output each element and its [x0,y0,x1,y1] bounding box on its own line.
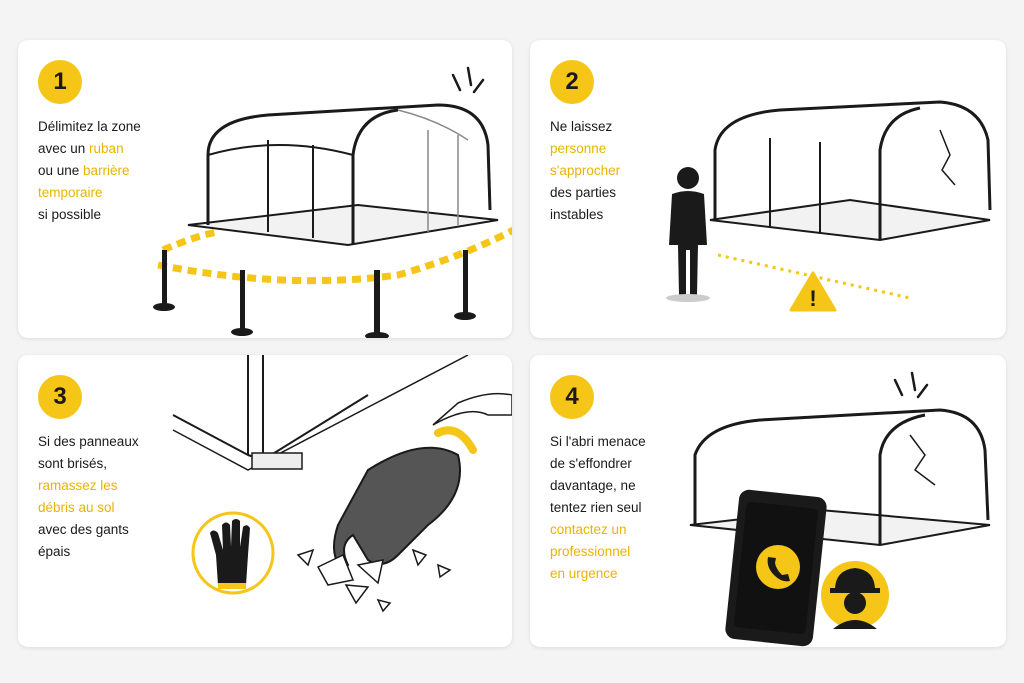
highlighted-text: ruban [89,141,124,156]
caption-line: davantage, ne [550,475,646,497]
caption-text: si possible [38,207,102,222]
step-number-badge: 4 [550,375,594,419]
caption-line: temporaire [38,182,141,204]
caption-line: instables [550,204,620,226]
highlighted-text: contactez un [550,522,627,537]
caption-text: épais [38,544,71,559]
hard-hat-worker-icon [821,561,889,629]
caption-line: s'approcher [550,160,620,182]
caption-line: en urgence [550,563,646,585]
step-number-badge: 2 [550,60,594,104]
caption-text: tentez rien seul [550,500,642,515]
caption-line: Ne laissez [550,116,620,138]
caption-line: épais [38,541,139,563]
caption-text: sont brisés, [38,456,108,471]
caption-line: avec des gants [38,519,139,541]
caption-text: Si l'abri menace [550,434,646,449]
caution-tape-icon [157,226,512,285]
step-caption: Si l'abri menace de s'effondrer davantage,… [550,431,646,585]
caption-line: Si des panneaux [38,431,139,453]
caption-line: contactez un [550,519,646,541]
person-silhouette-icon [666,167,710,302]
highlighted-text: s'approcher [550,163,621,178]
caption-text: Délimitez la zone [38,119,141,134]
caption-line: de s'effondrer [550,453,646,475]
highlighted-text: en urgence [550,566,618,581]
caption-line: Délimitez la zone [38,116,141,138]
cracked-shelter-icon: ! [666,100,992,312]
caption-text: ou une [38,163,84,178]
step-caption: Ne laissez personne s'approcher des parties… [550,116,620,226]
caption-line: ramassez les [38,475,139,497]
gloved-hand-icon [333,392,512,572]
highlighted-text: barrière [83,163,130,178]
caption-line: si possible [38,204,141,226]
caption-line: tentez rien seul [550,497,646,519]
barrier-post-icon [153,250,476,338]
highlighted-text: débris au sol [38,500,115,515]
caption-line: professionnel [550,541,646,563]
highlighted-text: ramassez les [38,478,118,493]
caption-text: Si des panneaux [38,434,139,449]
step-card-3: 3 Si des panneaux sont brisés, ramassez le… [18,355,512,647]
highlighted-text: professionnel [550,544,631,559]
caption-line: des parties [550,182,620,204]
glass-shards-icon [172,355,512,613]
highlighted-text: temporaire [38,185,103,200]
caption-text: davantage, ne [550,478,636,493]
caption-text: instables [550,207,604,222]
warning-symbol: ! [809,286,816,311]
caption-line: Si l'abri menace [550,431,646,453]
step-caption: Si des panneaux sont brisés, ramassez les d… [38,431,139,563]
caption-line: sont brisés, [38,453,139,475]
highlighted-text: personne [550,141,607,156]
glove-icon [191,511,275,595]
caption-text: avec un [38,141,90,156]
caption-text: Ne laissez [550,119,613,134]
smartphone-call-icon [725,489,827,647]
caption-text: avec des gants [38,522,129,537]
greenhouse-shelter-icon [153,66,512,338]
step-number-badge: 3 [38,375,82,419]
step-card-4: 4 Si l'abri menace de s'effondrer davantag… [530,355,1006,647]
caption-text: de s'effondrer [550,456,632,471]
caption-text: des parties [550,185,617,200]
caption-line: personne [550,138,620,160]
caption-line: ou une barrière [38,160,141,182]
step-number-badge: 1 [38,60,82,104]
warning-triangle-icon: ! [789,271,837,312]
step-card-2: 2 Ne laissez personne s'approcher des parti… [530,40,1006,338]
caption-line: débris au sol [38,497,139,519]
collapsing-shelter-icon [689,371,991,647]
caption-line: avec un ruban [38,138,141,160]
